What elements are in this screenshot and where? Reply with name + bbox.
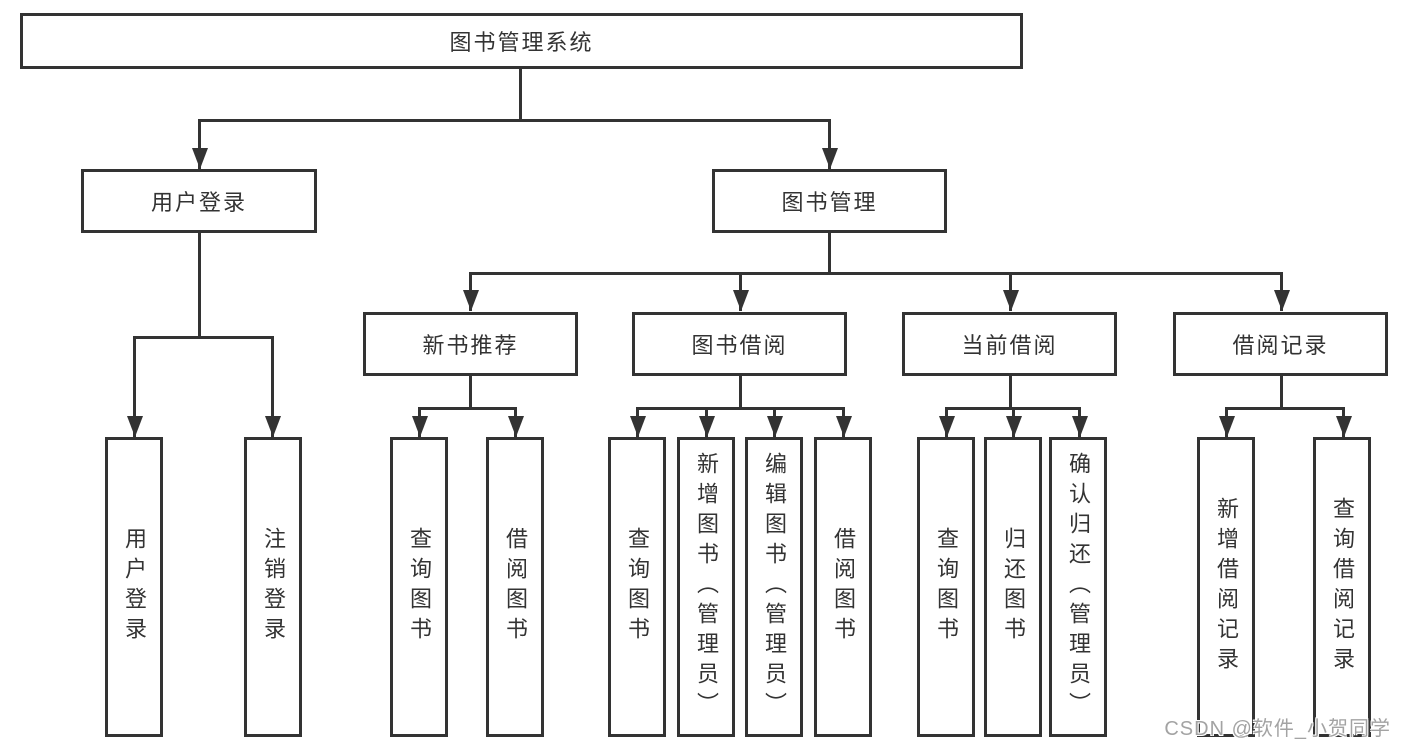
leaf-borrow-books-borrow: 借阅图书 xyxy=(814,437,872,737)
node-new-book-recommend-label: 新书推荐 xyxy=(422,333,519,358)
leaf-add-borrow-record: 新增借阅记录 xyxy=(1197,437,1255,737)
connector-arrow-book-management xyxy=(828,119,831,169)
leaf-query-borrow-record: 查询借阅记录 xyxy=(1313,437,1371,737)
node-book-borrow: 图书借阅 xyxy=(632,312,847,376)
connector-root-stem xyxy=(519,69,522,122)
leaf-confirm-return-admin: 确认归还（管理员） xyxy=(1049,437,1107,737)
connector-borrow-records-stem xyxy=(1280,376,1283,410)
connector-arrow-borrow-records xyxy=(1280,272,1283,311)
connector-arrow-leaf-logout xyxy=(271,336,274,437)
connector-arrow-add-book xyxy=(705,407,708,437)
connector-new-books-bar xyxy=(418,407,517,410)
leaf-query-borrow-record-label: 查询借阅记录 xyxy=(1330,497,1355,677)
node-current-borrow-label: 当前借阅 xyxy=(961,333,1058,358)
node-root: 图书管理系统 xyxy=(20,13,1023,69)
node-book-borrow-label: 图书借阅 xyxy=(691,333,788,358)
connector-arrow-add-record xyxy=(1225,407,1228,437)
node-book-management: 图书管理 xyxy=(712,169,947,233)
leaf-query-books-current-label: 查询图书 xyxy=(934,527,959,647)
leaf-user-login: 用户登录 xyxy=(105,437,163,737)
connector-arrow-borrow-books-1 xyxy=(514,407,517,437)
connector-arrow-leaf-login xyxy=(133,336,136,437)
leaf-borrow-books-recommend-label: 借阅图书 xyxy=(503,527,528,647)
connector-user-login-stem xyxy=(198,233,201,339)
connector-new-books-stem xyxy=(469,376,472,410)
leaf-query-books-recommend-label: 查询图书 xyxy=(407,527,432,647)
node-current-borrow: 当前借阅 xyxy=(902,312,1117,376)
leaf-confirm-return-admin-label: 确认归还（管理员） xyxy=(1066,452,1091,722)
connector-arrow-new-books xyxy=(469,272,472,311)
connector-book-mgmt-stem xyxy=(828,233,831,275)
leaf-query-books-borrow: 查询图书 xyxy=(608,437,666,737)
connector-arrow-borrow-books-2 xyxy=(842,407,845,437)
leaf-edit-book-admin-label: 编辑图书（管理员） xyxy=(762,452,787,722)
connector-arrow-query-books-3 xyxy=(945,407,948,437)
leaf-add-book-admin: 新增图书（管理员） xyxy=(677,437,735,737)
connector-arrow-book-borrow xyxy=(739,272,742,311)
connector-arrow-confirm-return xyxy=(1078,407,1081,437)
connector-book-borrow-stem xyxy=(739,375,742,410)
connector-arrow-query-books-2 xyxy=(636,407,639,437)
connector-arrow-return-book xyxy=(1012,407,1015,437)
node-root-label: 图书管理系统 xyxy=(449,30,594,55)
leaf-logout: 注销登录 xyxy=(244,437,302,737)
connector-user-login-bar xyxy=(133,336,274,339)
leaf-borrow-books-borrow-label: 借阅图书 xyxy=(831,527,856,647)
leaf-query-books-current: 查询图书 xyxy=(917,437,975,737)
csdn-watermark: CSDN @软件_小贺同学 xyxy=(1164,718,1391,740)
node-borrow-records-label: 借阅记录 xyxy=(1232,333,1329,358)
node-borrow-records: 借阅记录 xyxy=(1173,312,1388,376)
connector-current-borrow-stem xyxy=(1009,376,1012,410)
leaf-query-books-borrow-label: 查询图书 xyxy=(625,527,650,647)
leaf-borrow-books-recommend: 借阅图书 xyxy=(486,437,544,737)
connector-root-bar xyxy=(198,119,831,122)
leaf-add-book-admin-label: 新增图书（管理员） xyxy=(694,452,719,722)
connector-arrow-current-borrow xyxy=(1009,272,1012,311)
node-book-management-label: 图书管理 xyxy=(781,190,878,215)
leaf-user-login-label: 用户登录 xyxy=(122,527,147,647)
leaf-return-book-label: 归还图书 xyxy=(1001,527,1026,647)
connector-arrow-user-login xyxy=(198,119,201,169)
connector-arrow-edit-book xyxy=(773,407,776,437)
connector-book-mgmt-bar xyxy=(469,272,1282,275)
connector-arrow-query-books-1 xyxy=(418,407,421,437)
node-user-login-label: 用户登录 xyxy=(150,190,247,215)
node-new-book-recommend: 新书推荐 xyxy=(363,312,578,376)
leaf-add-borrow-record-label: 新增借阅记录 xyxy=(1214,497,1239,677)
leaf-logout-label: 注销登录 xyxy=(261,527,286,647)
connector-book-borrow-bar xyxy=(636,407,844,410)
leaf-query-books-recommend: 查询图书 xyxy=(390,437,448,737)
connector-borrow-records-bar xyxy=(1225,407,1344,410)
leaf-return-book: 归还图书 xyxy=(984,437,1042,737)
node-user-login: 用户登录 xyxy=(81,169,317,233)
leaf-edit-book-admin: 编辑图书（管理员） xyxy=(745,437,803,737)
connector-arrow-query-record xyxy=(1342,407,1345,437)
